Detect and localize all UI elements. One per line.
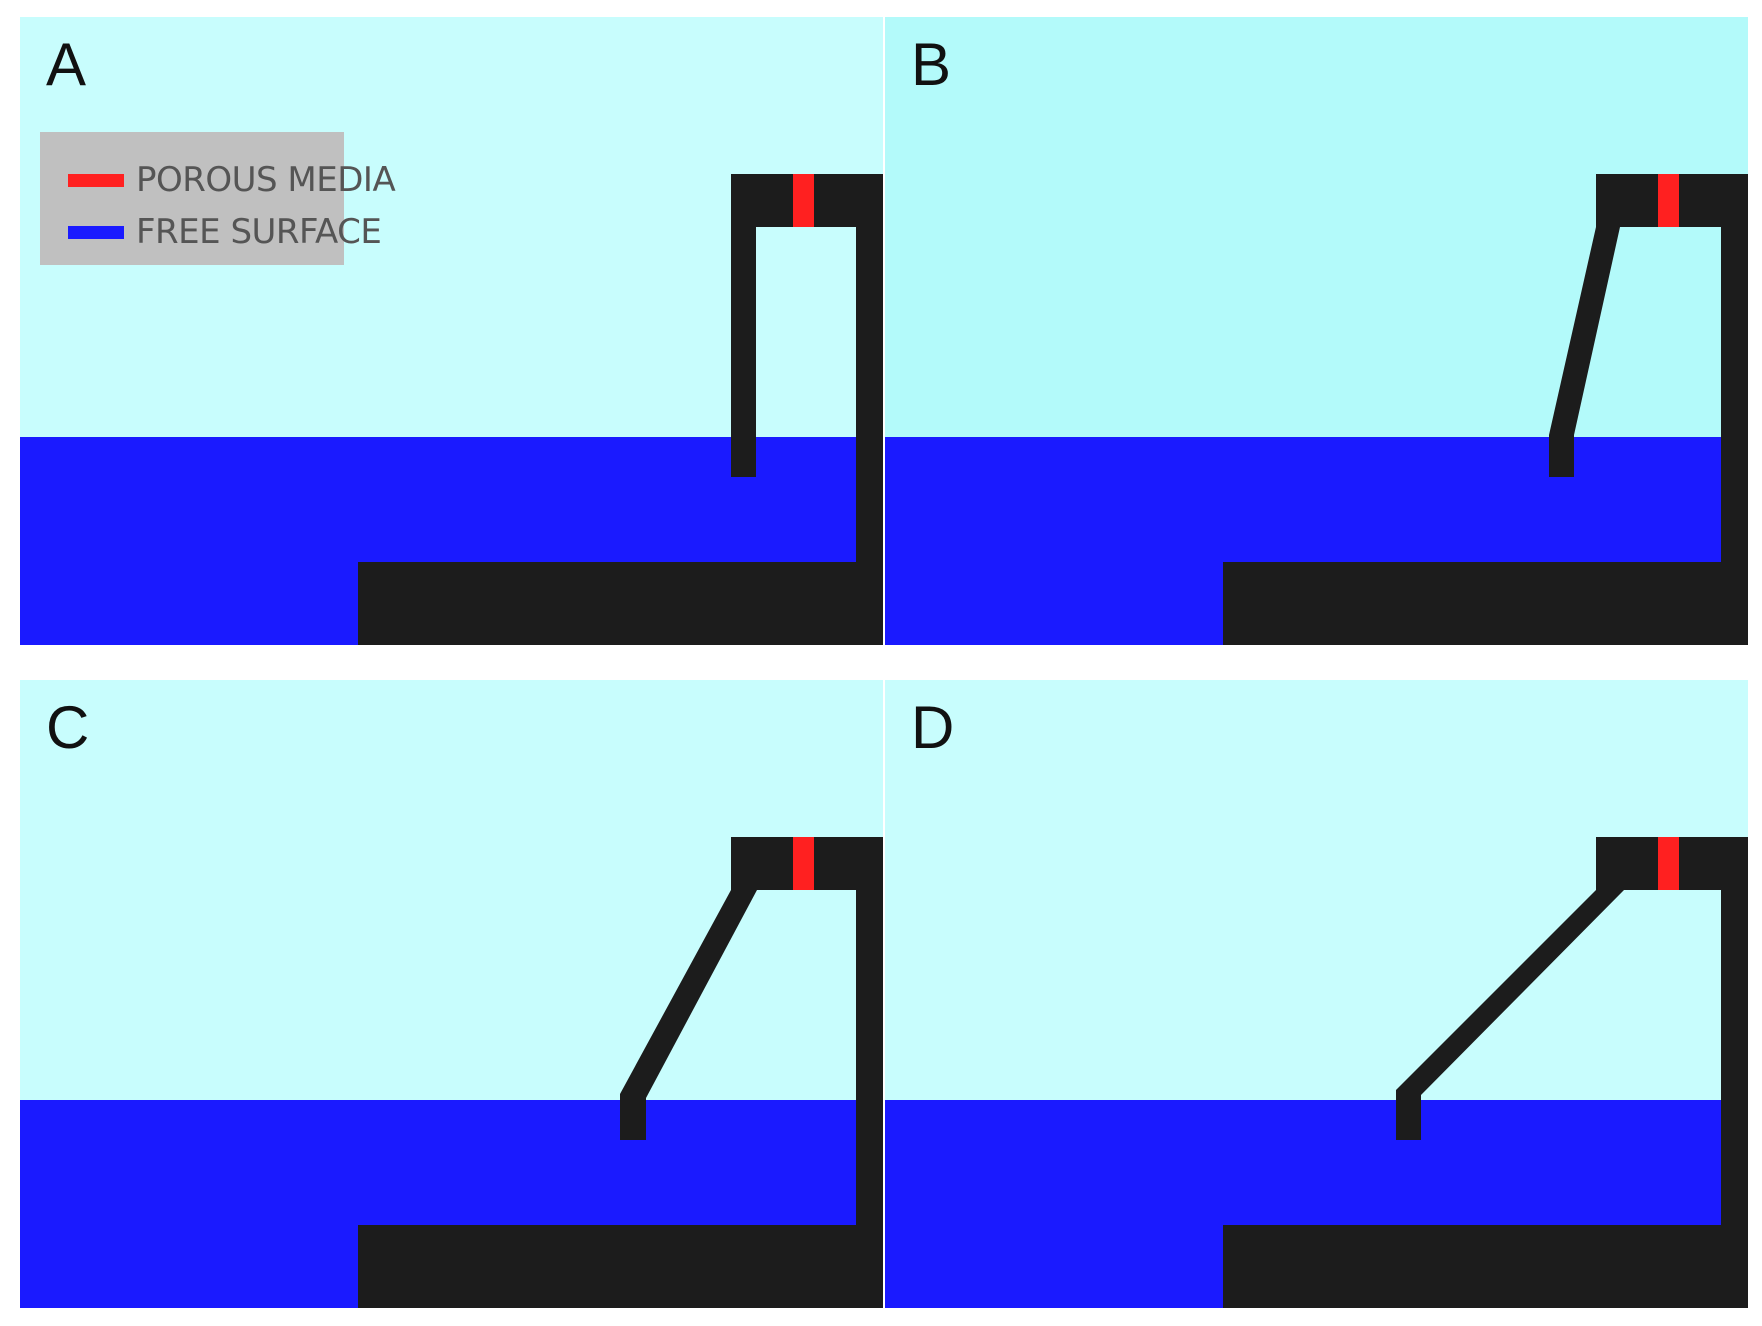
porous-media-swatch: [68, 173, 124, 187]
legend-item-free-surface: FREE SURFACE: [68, 212, 382, 252]
front-wall: [1549, 227, 1620, 477]
panel-label: C: [46, 694, 90, 761]
seabed-step: [358, 1225, 883, 1308]
panel-label: B: [911, 31, 952, 98]
front-wall: [620, 890, 757, 1140]
panel-c-diagram: [20, 680, 883, 1308]
porous-media-orifice: [1658, 837, 1679, 890]
back-wall: [856, 174, 883, 645]
panel-d-diagram: [885, 680, 1748, 1308]
porous-media-orifice: [1658, 174, 1679, 227]
legend: POROUS MEDIA FREE SURFACE: [40, 132, 396, 265]
free-surface-swatch: [68, 225, 124, 239]
seabed-step: [358, 562, 883, 645]
panel-b: B: [885, 17, 1748, 645]
legend-item-porous-media: POROUS MEDIA: [68, 160, 396, 200]
panel-label: A: [46, 31, 87, 98]
back-wall: [1721, 174, 1748, 645]
seabed-step: [1223, 562, 1748, 645]
panel-d: D: [885, 680, 1748, 1308]
seabed-step: [1223, 1225, 1748, 1308]
legend-label: POROUS MEDIA: [136, 160, 396, 200]
front-wall: [731, 227, 756, 477]
porous-media-orifice: [793, 837, 814, 890]
front-wall: [1396, 890, 1624, 1140]
porous-media-orifice: [793, 174, 814, 227]
panel-a-diagram: [20, 17, 883, 645]
panel-b-diagram: [885, 17, 1748, 645]
panel-label: D: [911, 694, 955, 761]
panel-a: A POROUS MEDIA FREE SURFACE: [20, 17, 883, 645]
back-wall: [856, 837, 883, 1308]
back-wall: [1721, 837, 1748, 1308]
legend-label: FREE SURFACE: [136, 212, 382, 252]
panel-c: C: [20, 680, 883, 1308]
